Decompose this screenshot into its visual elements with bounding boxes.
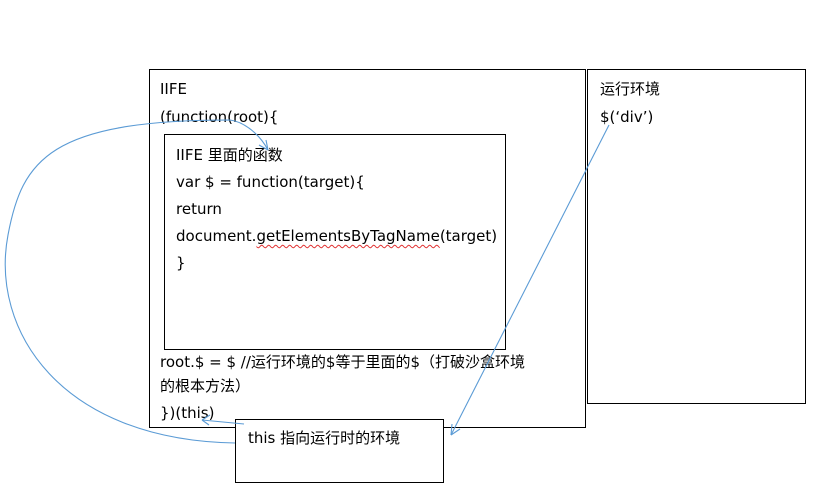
var-declaration-line: var $ = function(target){ bbox=[176, 173, 365, 191]
this-to-root-arrowhead bbox=[258, 139, 269, 151]
method-name-spellcheck: getElementsByTagName bbox=[256, 227, 440, 245]
this-to-root-curve bbox=[4, 119, 269, 444]
this-pointer-arrowhead bbox=[201, 414, 211, 426]
root-assign-line-cont: 的根本方法） bbox=[160, 377, 251, 395]
runtime-title: 运行环境 bbox=[600, 80, 661, 98]
inner-function-box bbox=[164, 134, 506, 350]
runtime-environment-box bbox=[587, 69, 806, 404]
inner-title: IIFE 里面的函数 bbox=[176, 146, 283, 164]
call-to-this-arrowhead bbox=[450, 423, 461, 436]
return-line: return bbox=[176, 200, 222, 218]
this-label: this 指向运行时的环境 bbox=[248, 429, 401, 447]
call-to-this-arrow bbox=[450, 124, 610, 436]
document-suffix: (target) bbox=[439, 227, 498, 245]
closing-brace-line: } bbox=[176, 254, 186, 272]
iife-open-line: (function(root){ bbox=[160, 108, 279, 126]
iife-close-line: })(this) bbox=[160, 404, 215, 422]
this-box bbox=[235, 419, 444, 483]
runtime-call-line: $(‘div’) bbox=[600, 108, 654, 126]
this-pointer-arrow bbox=[201, 419, 245, 425]
root-assign-line: root.$ = $ //运行环境的$等于里面的$（打破沙盒环境 bbox=[160, 353, 525, 371]
document-call-line: document.getElementsByTagName(target) bbox=[176, 227, 497, 245]
iife-title: IIFE bbox=[160, 80, 187, 98]
document-prefix: document. bbox=[176, 227, 257, 245]
